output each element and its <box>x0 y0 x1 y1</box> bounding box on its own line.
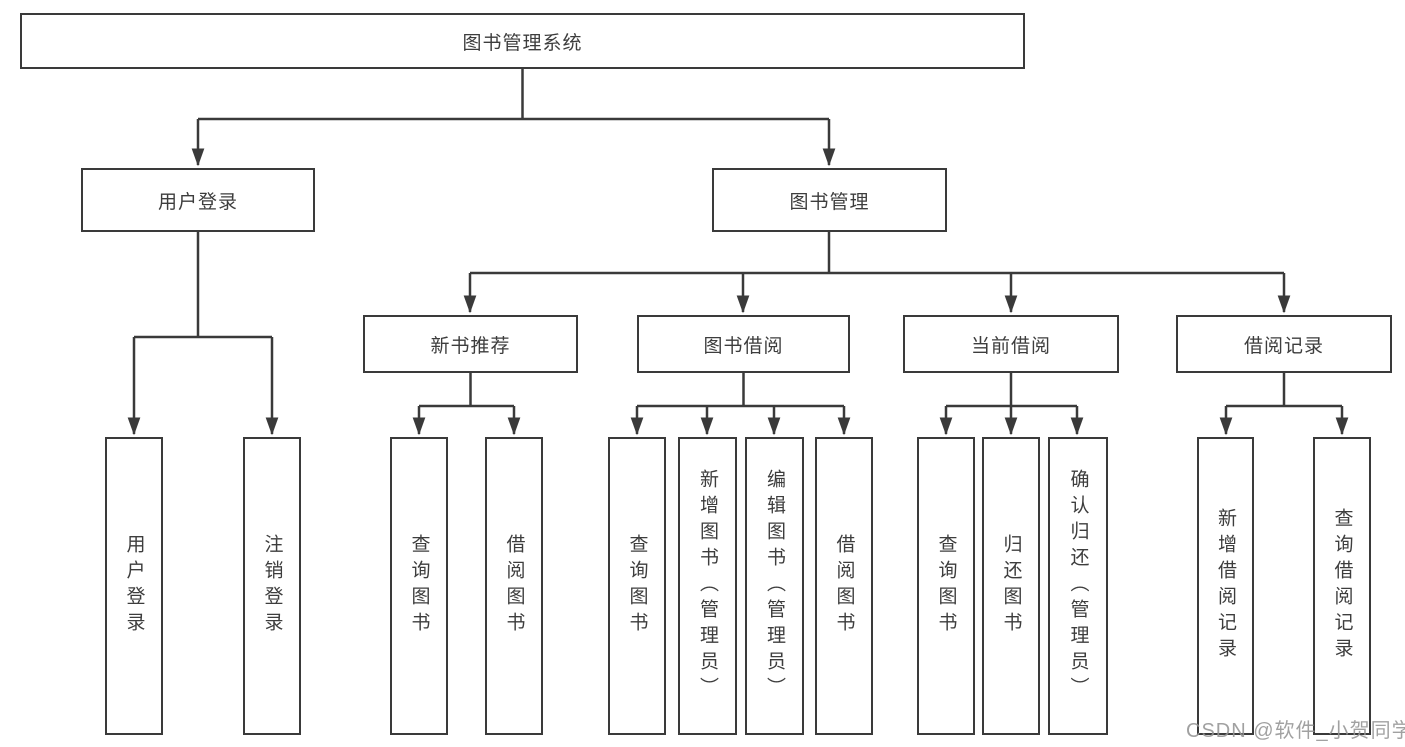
leaf-query-books-recommend: 查询图书 <box>390 437 448 735</box>
leaf-edit-books-admin: 编辑图书（管理员） <box>745 437 804 735</box>
leaf-borrow-books: 借阅图书 <box>815 437 873 735</box>
csdn-watermark: CSDN @软件_小贺同学 <box>1186 720 1405 742</box>
leaf-logout: 注销登录 <box>243 437 301 735</box>
node-book-borrow: 图书借阅 <box>637 315 850 373</box>
leaf-add-books-admin: 新增图书（管理员） <box>678 437 737 735</box>
node-current-borrow: 当前借阅 <box>903 315 1119 373</box>
node-user-login: 用户登录 <box>81 168 315 232</box>
leaf-user-login: 用户登录 <box>105 437 163 735</box>
node-book-management: 图书管理 <box>712 168 947 232</box>
leaf-add-borrow-record: 新增借阅记录 <box>1197 437 1254 735</box>
leaf-query-books-borrow: 查询图书 <box>608 437 666 735</box>
leaf-query-borrow-record: 查询借阅记录 <box>1313 437 1371 735</box>
node-library-system: 图书管理系统 <box>20 13 1025 69</box>
leaf-query-books-current: 查询图书 <box>917 437 975 735</box>
leaf-borrow-books-recommend: 借阅图书 <box>485 437 543 735</box>
node-new-book-recommend: 新书推荐 <box>363 315 578 373</box>
node-borrow-records: 借阅记录 <box>1176 315 1392 373</box>
leaf-return-books: 归还图书 <box>982 437 1040 735</box>
leaf-confirm-return-admin: 确认归还（管理员） <box>1048 437 1108 735</box>
